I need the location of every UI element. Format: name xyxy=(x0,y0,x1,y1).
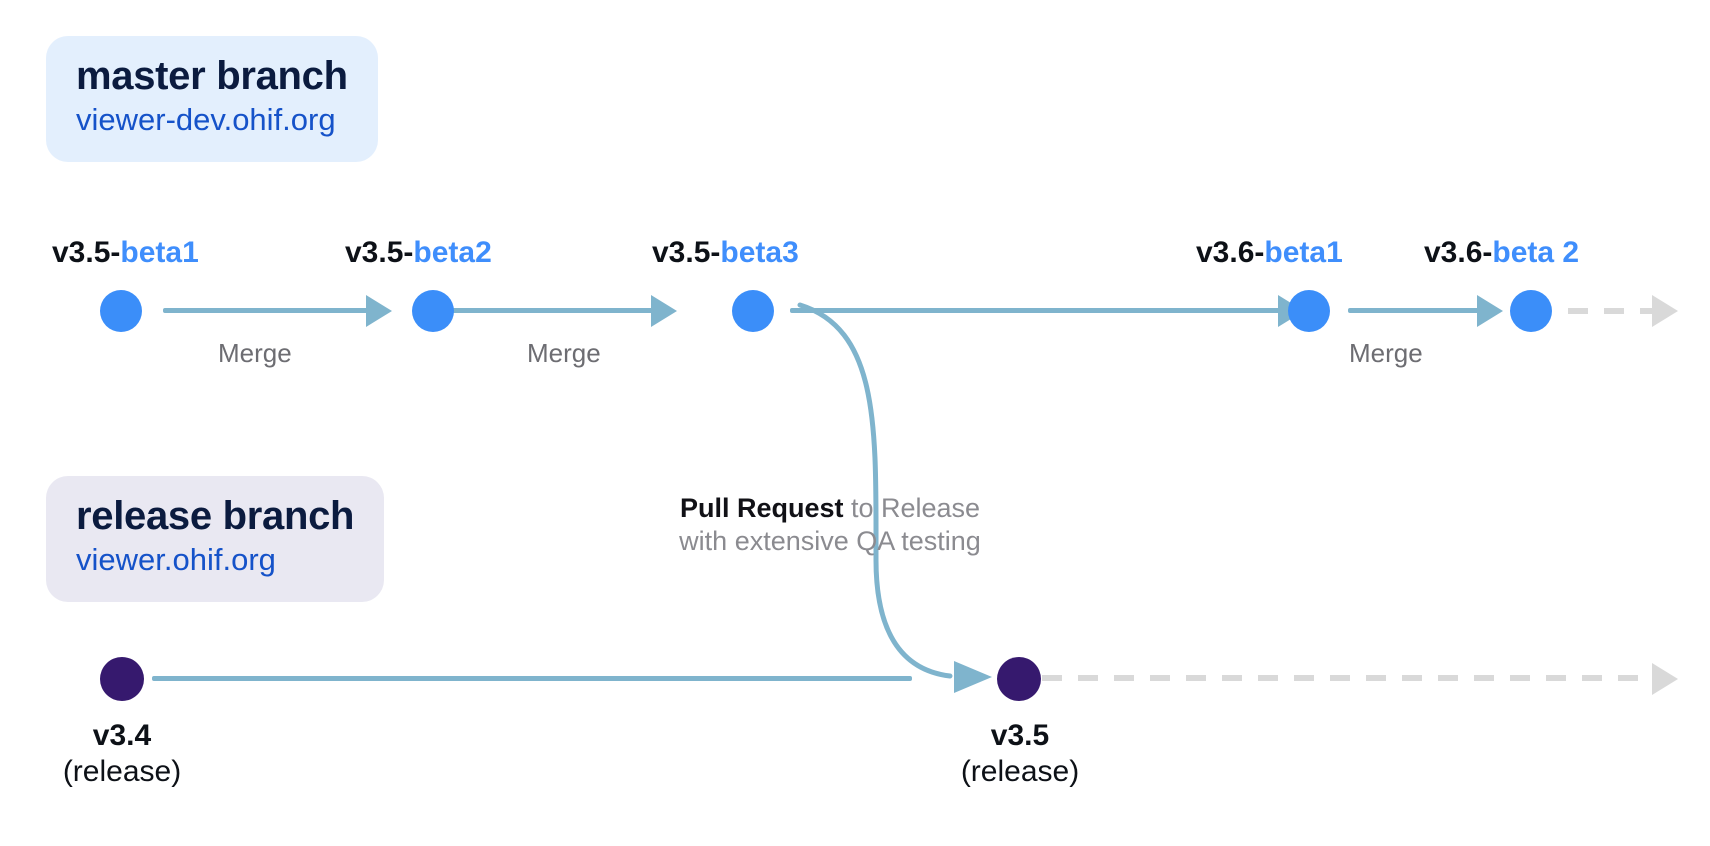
commit-dot-v35-release[interactable] xyxy=(997,657,1041,701)
release-caption-v34: v3.4 (release) xyxy=(2,718,242,790)
version-tag-suffix: beta 2 xyxy=(1492,236,1580,269)
release-caption-v35: v3.5 (release) xyxy=(900,718,1140,790)
commit-dot-v35-beta1[interactable] xyxy=(100,290,142,332)
pull-request-strong-text: Pull Request xyxy=(679,493,844,523)
version-tag-base: v3.6- xyxy=(1196,236,1265,269)
release-branch-card: release branch viewer.ohif.org xyxy=(46,476,385,602)
release-branch-title: release branch xyxy=(76,494,355,538)
version-tag-v36-beta1: v3.6-beta1 xyxy=(1196,238,1343,268)
pull-request-soft-text: to Release xyxy=(843,493,981,523)
pull-request-arrowhead xyxy=(954,661,992,693)
commit-dot-v36-beta1[interactable] xyxy=(1288,290,1330,332)
master-dashed-arrowhead xyxy=(1652,295,1678,327)
version-tag-base: v3.5- xyxy=(52,236,121,269)
merge-label-2: Merge xyxy=(527,338,601,368)
version-tag-suffix: beta3 xyxy=(720,236,799,269)
release-subtitle-v34: (release) xyxy=(62,755,182,788)
version-tag-base: v3.5- xyxy=(345,236,414,269)
commit-dot-v36-beta2[interactable] xyxy=(1510,290,1552,332)
release-branch-url: viewer.ohif.org xyxy=(76,541,276,577)
release-dashed-arrowhead xyxy=(1652,663,1678,695)
version-tag-base: v3.5- xyxy=(652,236,721,269)
pull-request-annotation: Pull Request to Release with extensive Q… xyxy=(620,492,1040,558)
release-version-v35: v3.5 xyxy=(990,719,1050,752)
master-arrowhead-1 xyxy=(366,295,392,327)
version-tag-v36-beta2: v3.6-beta 2 xyxy=(1424,238,1579,268)
pull-request-curve xyxy=(797,302,953,679)
commit-dot-v35-beta3[interactable] xyxy=(732,290,774,332)
release-connector xyxy=(152,676,912,681)
master-connector-4 xyxy=(1348,308,1493,313)
release-subtitle-v35: (release) xyxy=(960,755,1080,788)
version-tag-base: v3.6- xyxy=(1424,236,1493,269)
master-branch-url: viewer-dev.ohif.org xyxy=(76,101,336,137)
master-arrowhead-2 xyxy=(651,295,677,327)
master-dashed-continuation xyxy=(1568,308,1658,314)
master-connector-2 xyxy=(447,308,665,313)
merge-label-1: Merge xyxy=(218,338,292,368)
version-tag-v35-beta2: v3.5-beta2 xyxy=(345,238,492,268)
pull-request-second-line: with extensive QA testing xyxy=(679,525,981,556)
merge-label-3: Merge xyxy=(1349,338,1423,368)
release-dashed-continuation xyxy=(1042,675,1658,681)
version-tag-suffix: beta1 xyxy=(1264,236,1343,269)
master-connector-1 xyxy=(163,308,378,313)
commit-dot-v35-beta2[interactable] xyxy=(412,290,454,332)
version-tag-suffix: beta2 xyxy=(413,236,492,269)
master-branch-title: master branch xyxy=(76,54,348,98)
commit-dot-v34-release[interactable] xyxy=(100,657,144,701)
version-tag-suffix: beta1 xyxy=(120,236,199,269)
version-tag-v35-beta3: v3.5-beta3 xyxy=(652,238,799,268)
version-tag-v35-beta1: v3.5-beta1 xyxy=(52,238,199,268)
master-connector-3 xyxy=(790,308,1290,313)
master-branch-card: master branch viewer-dev.ohif.org xyxy=(46,36,378,162)
master-arrowhead-4 xyxy=(1477,295,1503,327)
release-version-v34: v3.4 xyxy=(92,719,152,752)
